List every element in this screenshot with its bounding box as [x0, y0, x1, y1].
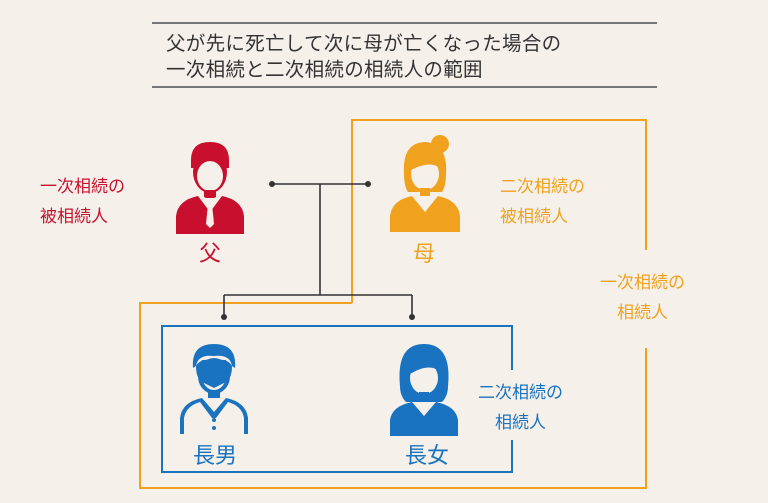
- marriage-dot-right: [365, 181, 371, 187]
- mother-role-line-2: 被相続人: [500, 207, 568, 227]
- second-heirs-line-1: 二次相続の: [478, 383, 563, 403]
- marriage-dot-left: [269, 181, 275, 187]
- title-line-2: 一次相続と二次相続の相続人の範囲: [166, 58, 483, 81]
- mother-icon: [390, 135, 460, 232]
- first-inheritance-boundary: [351, 119, 647, 303]
- eldest-son-name: 長男: [192, 444, 237, 469]
- son-branch-dot: [221, 314, 227, 320]
- second-heirs-label: 二次相続の 相続人: [478, 378, 563, 438]
- father-role-line-1: 一次相続の: [40, 177, 125, 197]
- daughter-branch-dot: [409, 314, 415, 320]
- father-icon: [176, 142, 244, 234]
- second-inheritance-boundary: [161, 325, 513, 473]
- second-heirs-line-2: 相続人: [495, 413, 546, 433]
- mother-name: 母: [412, 242, 435, 267]
- first-heirs-label: 一次相続の 相続人: [600, 268, 685, 328]
- eldest-daughter-icon: [390, 344, 458, 436]
- mother-role-line-1: 二次相続の: [500, 177, 585, 197]
- first-heirs-line-1: 一次相続の: [600, 273, 685, 293]
- father-role-label: 一次相続の 被相続人: [40, 172, 125, 232]
- title-line-1: 父が先に死亡して次に母が亡くなった場合の: [166, 32, 562, 55]
- first-heirs-line-2: 相続人: [617, 303, 668, 323]
- mother-role-label: 二次相続の 被相続人: [500, 172, 585, 232]
- father-name: 父: [198, 242, 221, 267]
- title-box: 父が先に死亡して次に母が亡くなった場合の 一次相続と二次相続の相続人の範囲: [152, 22, 657, 88]
- eldest-son-icon: [180, 344, 248, 434]
- first-inheritance-boundary-lower: [139, 302, 647, 489]
- eldest-daughter-name: 長女: [404, 444, 449, 469]
- father-role-line-2: 被相続人: [40, 207, 108, 227]
